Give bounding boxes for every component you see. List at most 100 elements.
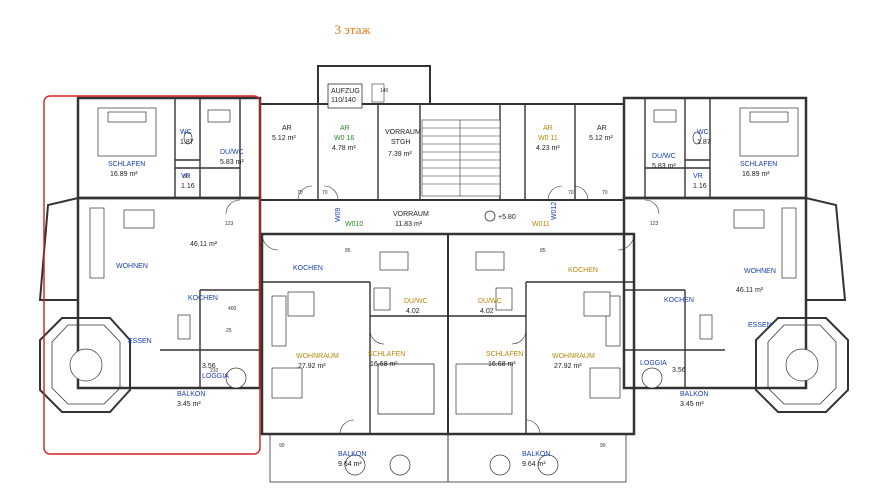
corridor-level: +5.80 xyxy=(498,214,516,221)
center-left-duwc-area: 4.02 xyxy=(406,308,420,315)
dim-123: 123 xyxy=(650,221,659,227)
center-left-balkon-area: 9.64 m² xyxy=(338,461,362,468)
corridor-area: 11.83 m² xyxy=(395,221,423,228)
left-schlafen-label: SCHLAFEN xyxy=(108,161,145,168)
dim-85: 85 xyxy=(345,248,351,254)
dim-210: 210 xyxy=(210,368,219,374)
left-ar-area: 5.12 m² xyxy=(272,135,296,142)
right-loggia-area: 3.56 xyxy=(672,367,686,374)
left-bay-window xyxy=(39,317,131,413)
beds xyxy=(97,107,799,415)
corridor-label: VORRAUM xyxy=(393,211,429,218)
center-right-wohnraum-area: 27.92 m² xyxy=(554,363,582,370)
partitions xyxy=(160,98,725,434)
center-right-duwc-label: DU/WC xyxy=(478,298,502,305)
center-right-wohnraum-label: WOHNRAUM xyxy=(552,353,595,360)
left-loggia-area: 3.56 xyxy=(202,363,216,370)
right-essen-label: ESSEN xyxy=(748,322,772,329)
dim-123: 123 xyxy=(225,221,234,227)
dim-400: 400 xyxy=(228,306,237,312)
right-duwc-area: 5.83 m² xyxy=(652,163,676,170)
door-swings xyxy=(225,185,660,435)
left-duwc-area: 5.83 m² xyxy=(220,159,244,166)
left-ar-label: AR xyxy=(282,125,292,132)
page-title: 3 этаж xyxy=(334,22,371,37)
center-right-ar-area: 4.23 m² xyxy=(536,145,560,152)
dim-70: 70 xyxy=(602,190,608,196)
left-wc-area: 1.87 xyxy=(180,139,194,146)
right-balkon-label: BALKON xyxy=(680,391,708,398)
center-right-schlafen-label: SCHLAFEN xyxy=(486,351,523,358)
center-right-balkon-label: BALKON xyxy=(522,451,550,458)
center-left-wohnraum-label: WOHNRAUM xyxy=(296,353,339,360)
right-wohnen-label: WOHNEN xyxy=(744,268,776,275)
center-left-ar-label: AR xyxy=(340,125,350,132)
left-wohnen-label: WOHNEN xyxy=(116,263,148,270)
center-left-kochen-label: KOCHEN xyxy=(293,265,323,272)
left-vr-label: VR xyxy=(181,173,191,180)
dim-90: 90 xyxy=(600,443,606,449)
dim-85: 85 xyxy=(540,248,546,254)
stair-hall-area: 7.39 m² xyxy=(388,151,412,158)
right-duwc-label: DU/WC xyxy=(652,153,676,160)
center-left-ar-area: 4.78 m² xyxy=(332,145,356,152)
right-schlafen-label: SCHLAFEN xyxy=(740,161,777,168)
center-left-schlafen-area: 16.68 m² xyxy=(370,361,398,368)
right-vr-label: VR xyxy=(693,173,703,180)
dim-70: 70 xyxy=(297,190,303,196)
right-vr-area: 1.16 xyxy=(693,183,707,190)
left-schlafen-area: 16.89 m² xyxy=(110,171,138,178)
left-balkon-label: BALKON xyxy=(177,391,205,398)
apartment-w012-label: W012 xyxy=(551,202,558,220)
center-left-wohnraum-area: 27.92 m² xyxy=(298,363,326,370)
center-left-balkon-label: BALKON xyxy=(338,451,366,458)
dim-140: 140 xyxy=(380,88,389,94)
right-balkon-area: 3.45 m² xyxy=(680,401,704,408)
dim-80: 80 xyxy=(183,174,189,180)
right-schlafen-area: 16.89 m² xyxy=(742,171,770,178)
center-left-schlafen-label: SCHLAFEN xyxy=(368,351,405,358)
center-right-duwc-area: 4.02 xyxy=(480,308,494,315)
left-duwc-label: DU/WC xyxy=(220,149,244,156)
outer-walls xyxy=(38,65,847,483)
elevator: AUFZUG 110/140 xyxy=(327,83,385,109)
right-bay-window xyxy=(755,317,849,413)
right-ar-label: AR xyxy=(597,125,607,132)
elevator-size: 110/140 xyxy=(331,97,356,104)
left-essen-label: ESSEN xyxy=(128,338,152,345)
apartment-w010-label: W010 xyxy=(345,221,363,228)
right-wohnen-area: 46.11 m² xyxy=(736,287,764,294)
furniture xyxy=(89,109,797,476)
apartment-w09-label: W09 xyxy=(335,208,342,223)
right-ar-area: 5.12 m² xyxy=(589,135,613,142)
staircase xyxy=(421,119,501,197)
dim-90: 90 xyxy=(279,443,285,449)
center-right-schlafen-area: 16.68 m² xyxy=(488,361,516,368)
center-left-duwc-label: DU/WC xyxy=(404,298,428,305)
right-kochen-label: KOCHEN xyxy=(664,297,694,304)
level-marker-icon xyxy=(484,210,496,222)
dim-25: 25 xyxy=(226,328,232,334)
dimension-labels: 70 70 70 70 80 85 85 90 90 123 123 210 2… xyxy=(183,88,659,449)
right-wc-label: WC xyxy=(697,129,709,136)
center-right-balkon-area: 9.64 m² xyxy=(522,461,546,468)
center-left-ar-sub: W0 16 xyxy=(334,135,354,142)
center-right-ar-sub: W0 11 xyxy=(538,135,558,142)
left-wc-label: WC xyxy=(180,129,192,136)
center-right-ar-label: AR xyxy=(543,125,553,132)
stair-hall-sub: STGH xyxy=(391,139,410,146)
left-wohnen-area: 46.11 m² xyxy=(190,241,218,248)
left-loggia-label: LOGGIA xyxy=(202,373,229,380)
left-vr-area: 1.16 xyxy=(181,183,195,190)
right-wc-area: 1.87 xyxy=(697,139,711,146)
right-loggia-label: LOGGIA xyxy=(640,360,667,367)
left-kochen-label: KOCHEN xyxy=(188,295,218,302)
highlight-rectangle xyxy=(43,95,261,455)
apartment-w011-label: W011 xyxy=(532,221,550,228)
dim-70: 70 xyxy=(568,190,574,196)
dim-70: 70 xyxy=(322,190,328,196)
elevator-label: AUFZUG xyxy=(331,88,360,95)
stair-hall-label: VORRAUM xyxy=(385,129,421,136)
left-balkon-area: 3.45 m² xyxy=(177,401,201,408)
